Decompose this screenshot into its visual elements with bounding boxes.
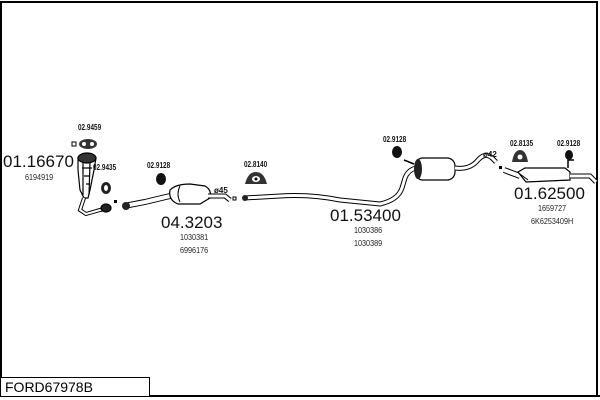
rear-silencer-drawing — [502, 159, 598, 184]
clamp-icon — [245, 172, 267, 184]
rubber-mount-icon — [392, 146, 402, 158]
clamp-icon — [512, 150, 528, 162]
flange-gasket-icon — [79, 139, 97, 149]
rubber-mount-icon — [565, 150, 573, 160]
bolt-icon — [499, 166, 502, 169]
oem-number: 6194919 — [25, 172, 54, 182]
accessory-code[interactable]: 02.9459 — [78, 123, 102, 132]
oem-number: 1030389 — [354, 238, 383, 248]
reference-label: FORD67978B — [5, 379, 93, 395]
oem-number: 1659727 — [538, 203, 567, 213]
accessory-code[interactable]: 02.8140 — [244, 160, 268, 169]
bottom-border — [0, 395, 600, 397]
bolt-icon — [71, 141, 77, 147]
middle-pipe-drawing — [242, 152, 498, 207]
part-number[interactable]: 01.62500 — [514, 184, 585, 203]
rubber-mount-icon — [101, 182, 111, 194]
front-pipe-drawing — [77, 152, 112, 217]
diameter-label: ø42 — [483, 150, 497, 159]
part-number[interactable]: 01.53400 — [330, 206, 401, 225]
bolt-icon — [232, 196, 237, 201]
diameter-label: ø45 — [214, 186, 228, 195]
accessory-code[interactable]: 02.9128 — [147, 161, 171, 170]
bolt-icon — [114, 200, 117, 203]
oem-number: 1030386 — [354, 225, 383, 235]
accessory-code[interactable]: 02.8135 — [510, 139, 534, 148]
rubber-mount-icon — [156, 173, 166, 185]
part-number[interactable]: 01.16670 — [3, 152, 74, 171]
oem-number: 6K6253409H — [531, 216, 574, 226]
reference-box: FORD67978B — [0, 377, 150, 397]
accessory-code[interactable]: 02.9128 — [383, 135, 407, 144]
cat-drawing — [122, 183, 232, 210]
part-number[interactable]: 04.3203 — [161, 213, 223, 232]
accessory-code[interactable]: 02.9128 — [557, 139, 581, 148]
oem-number: 6996176 — [180, 245, 209, 255]
oem-number: 1030381 — [180, 232, 209, 242]
accessory-code[interactable]: 02.9435 — [93, 163, 117, 172]
